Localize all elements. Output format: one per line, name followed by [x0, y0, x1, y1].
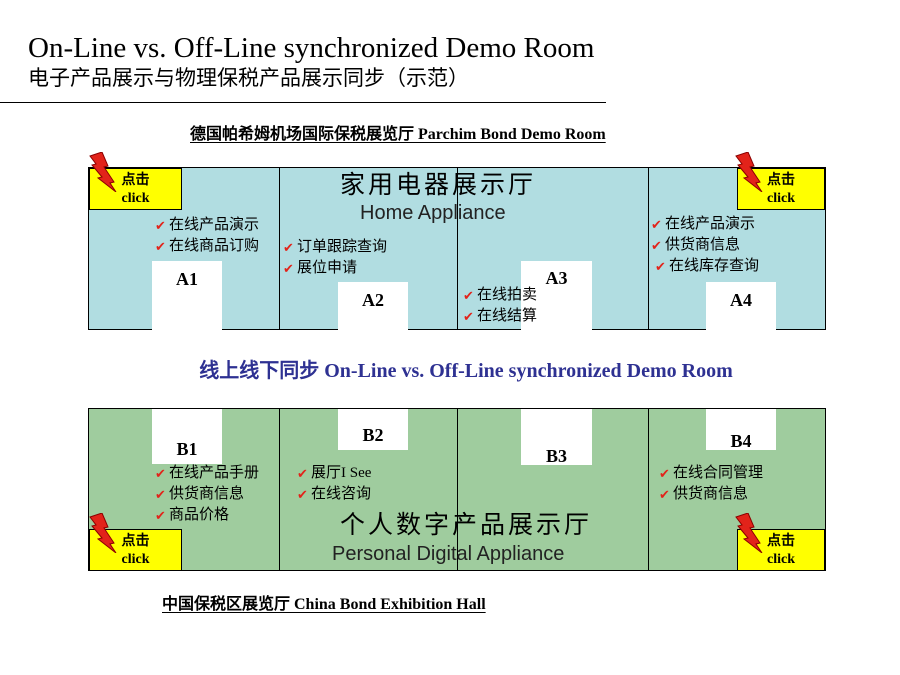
list-item: ✔在线咨询 [297, 484, 371, 505]
click-label-cn: 点击 [121, 534, 150, 549]
top-hall-divider-1 [279, 167, 280, 330]
checkmark-icon: ✔ [659, 466, 670, 481]
bottom-hall-divider-3 [648, 408, 649, 571]
booth-b3[interactable] [521, 409, 592, 465]
bottom-hall-name-cn: 个人数字产品展示厅 [340, 512, 593, 539]
booth-a2[interactable] [338, 282, 408, 330]
booth-b4[interactable] [706, 409, 776, 450]
list-item: ✔在线产品演示 [155, 215, 259, 236]
checkmark-icon: ✔ [155, 466, 166, 481]
top-hall-name-en: Home Appliance [360, 202, 506, 224]
booth-b4-features: ✔在线合同管理 ✔供货商信息 [659, 463, 763, 505]
booth-a1-label: A1 [176, 269, 198, 289]
booth-b2-features: ✔展厅I See ✔在线咨询 [297, 463, 371, 505]
click-label-en: click [121, 191, 150, 206]
lightning-bolt-icon [89, 513, 117, 553]
booth-a1-features: ✔在线产品演示 ✔在线商品订购 [155, 215, 259, 257]
list-item: ✔在线商品订购 [155, 236, 259, 257]
lightning-bolt-icon [735, 152, 763, 192]
lightning-bolt-icon [735, 513, 763, 553]
top-hall-divider-3 [648, 167, 649, 330]
booth-a4[interactable] [706, 282, 776, 330]
list-item: ✔在线结算 [463, 306, 537, 327]
click-label-en: click [767, 191, 795, 206]
list-item: ✔在线产品演示 [651, 214, 759, 235]
checkmark-icon: ✔ [651, 217, 662, 232]
sync-caption: 线上线下同步 On-Line vs. Off-Line synchronized… [199, 360, 733, 382]
checkmark-icon: ✔ [659, 487, 670, 502]
list-item: ✔供货商信息 [659, 484, 763, 505]
top-hall-caption: 德国帕希姆机场国际保税展览厅 Parchim Bond Demo Room [190, 126, 606, 143]
list-item: ✔商品价格 [155, 505, 259, 526]
checkmark-icon: ✔ [155, 508, 166, 523]
booth-b1[interactable] [152, 409, 222, 464]
list-item: ✔展位申请 [283, 258, 387, 279]
top-hall-name-cn: 家用电器展示厅 [340, 172, 537, 199]
list-item: ✔展厅I See [297, 463, 371, 484]
booth-b4-label: B4 [730, 431, 752, 451]
list-item: ✔在线拍卖 [463, 285, 537, 306]
page-title: On-Line vs. Off-Line synchronized Demo R… [28, 32, 595, 64]
booth-a3-label: A3 [545, 268, 568, 288]
list-item: ✔供货商信息 [155, 484, 259, 505]
click-label-en: click [767, 552, 795, 567]
title-underline [0, 102, 606, 103]
booth-b1-label: B1 [176, 439, 198, 459]
booth-b2-label: B2 [362, 425, 384, 445]
bottom-hall-divider-1 [279, 408, 280, 571]
booth-b1-features: ✔在线产品手册 ✔供货商信息 ✔商品价格 [155, 463, 259, 526]
list-item: ✔供货商信息 [651, 235, 759, 256]
top-hall-divider-2 [457, 167, 458, 330]
booth-a2-label: A2 [362, 290, 384, 310]
booth-a1[interactable] [152, 261, 222, 330]
bottom-hall-caption: 中国保税区展览厅 China Bond Exhibition Hall [162, 596, 486, 613]
booth-a2-features: ✔订单跟踪查询 ✔展位申请 [283, 237, 387, 279]
checkmark-icon: ✔ [297, 487, 308, 502]
checkmark-icon: ✔ [155, 218, 166, 233]
booth-b2[interactable] [338, 409, 408, 450]
booth-b3-label: B3 [545, 446, 567, 466]
checkmark-icon: ✔ [463, 288, 474, 303]
booth-a3[interactable] [521, 261, 592, 330]
list-item: ✔在线产品手册 [155, 463, 259, 484]
lightning-bolt-icon [89, 152, 117, 192]
click-label-cn: 点击 [767, 534, 795, 549]
click-label-en: click [121, 552, 150, 567]
checkmark-icon: ✔ [155, 239, 166, 254]
booth-a3-features: ✔在线拍卖 ✔在线结算 [463, 285, 537, 327]
checkmark-icon: ✔ [283, 240, 294, 255]
booth-a4-label: A4 [730, 290, 752, 310]
bottom-hall-divider-2 [457, 408, 458, 571]
checkmark-icon: ✔ [283, 261, 294, 276]
checkmark-icon: ✔ [655, 259, 666, 274]
bottom-hall-name-en: Personal Digital Appliance [332, 543, 565, 565]
checkmark-icon: ✔ [463, 309, 474, 324]
click-label-cn: 点击 [767, 173, 795, 188]
checkmark-icon: ✔ [651, 238, 662, 253]
booth-a4-features: ✔在线产品演示 ✔供货商信息 ✔在线库存查询 [651, 214, 759, 277]
list-item: ✔在线库存查询 [651, 256, 759, 277]
checkmark-icon: ✔ [297, 466, 308, 481]
checkmark-icon: ✔ [155, 487, 166, 502]
click-label-cn: 点击 [121, 173, 150, 188]
list-item: ✔订单跟踪查询 [283, 237, 387, 258]
page-subtitle: 电子产品展示与物理保税产品展示同步（示范） [28, 66, 469, 90]
list-item: ✔在线合同管理 [659, 463, 763, 484]
